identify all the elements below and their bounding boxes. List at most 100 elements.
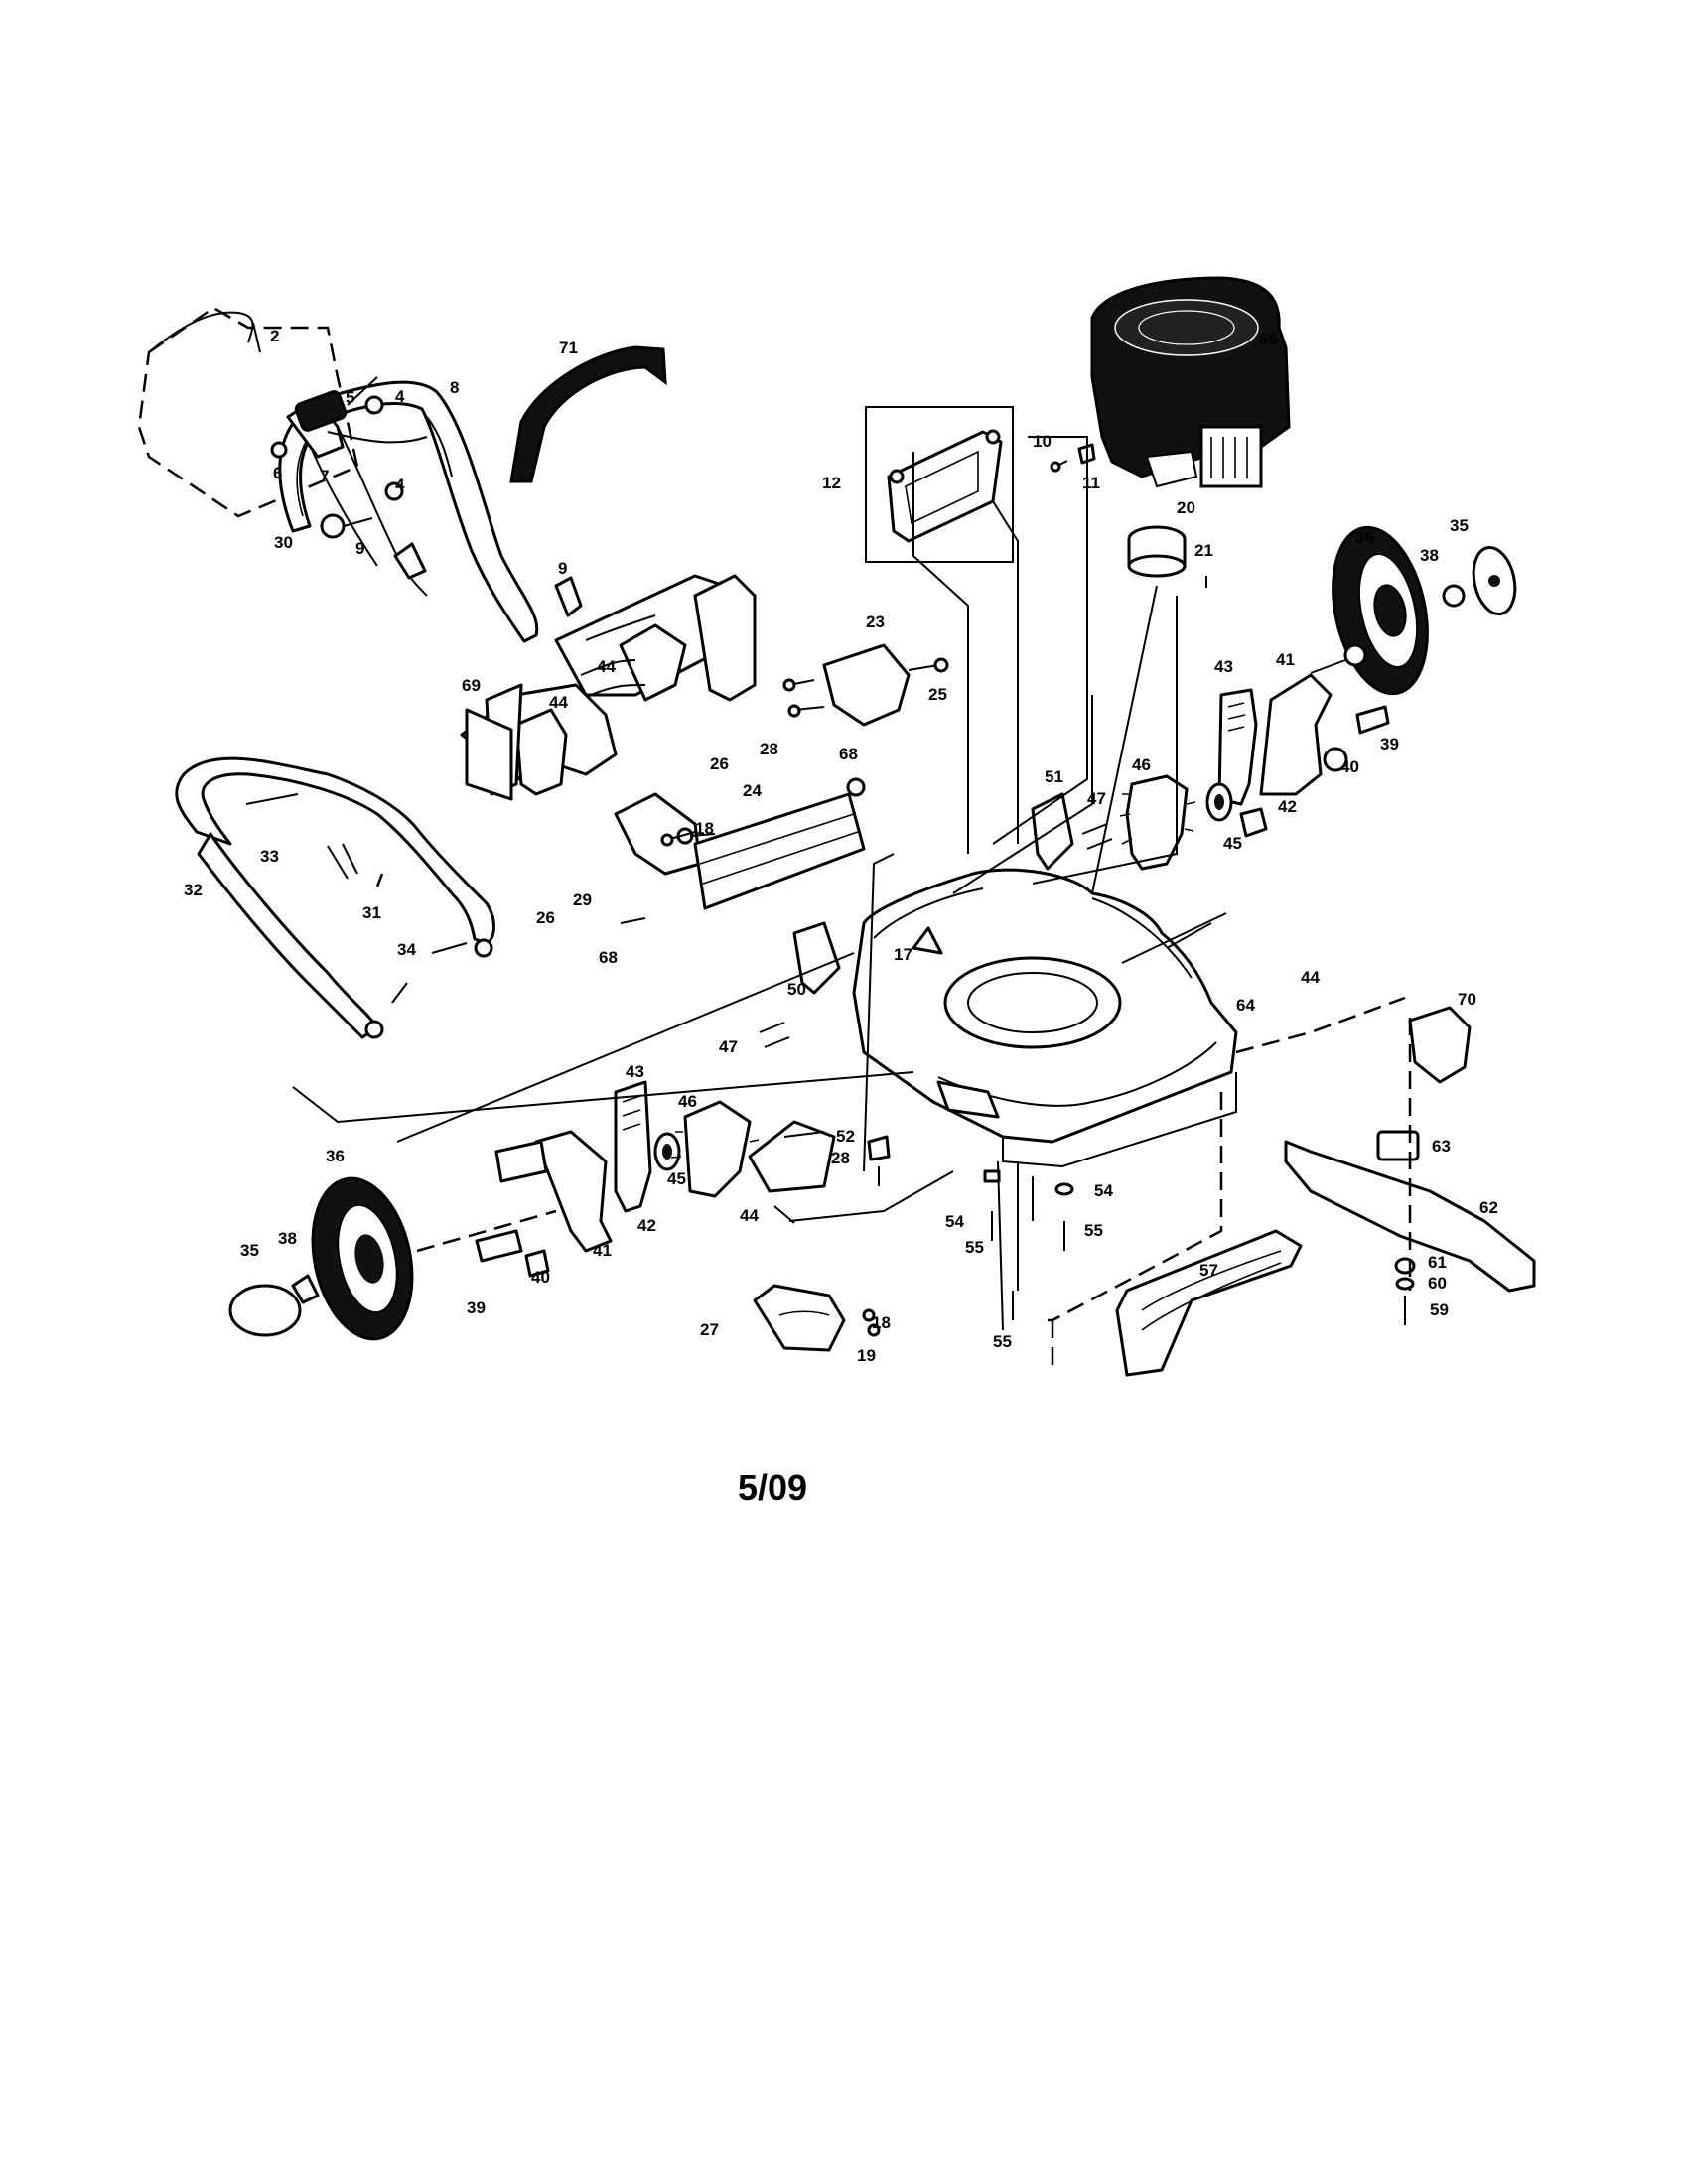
callout-59: 59 bbox=[1430, 1300, 1449, 1319]
callout-5: 5 bbox=[346, 388, 354, 407]
callout-69: 69 bbox=[462, 676, 481, 695]
callout-40: 40 bbox=[531, 1268, 550, 1287]
callout-26: 26 bbox=[536, 908, 555, 927]
callout-44: 44 bbox=[597, 657, 616, 676]
callout-12: 12 bbox=[822, 474, 841, 492]
grass-bag-part bbox=[137, 306, 359, 518]
callout-50: 50 bbox=[787, 980, 806, 999]
callout-labels: 2 4 4 5 6 7 8 9 9 10 11 12 17 18 18 19 2… bbox=[184, 327, 1498, 1365]
left-height-adjuster bbox=[475, 921, 841, 1278]
callout-45: 45 bbox=[1223, 834, 1242, 853]
callout-43: 43 bbox=[1214, 657, 1233, 676]
callout-65: 65 bbox=[1259, 330, 1278, 348]
callout-70: 70 bbox=[1458, 990, 1476, 1009]
callout-25: 25 bbox=[928, 685, 947, 704]
callout-4: 4 bbox=[395, 387, 405, 406]
callout-44: 44 bbox=[740, 1206, 759, 1225]
callout-55: 55 bbox=[965, 1238, 984, 1257]
callout-24: 24 bbox=[743, 781, 762, 800]
callout-26: 26 bbox=[710, 754, 729, 773]
callout-54: 54 bbox=[945, 1212, 964, 1231]
callout-43: 43 bbox=[626, 1062, 644, 1081]
callout-28: 28 bbox=[760, 740, 778, 758]
callout-18: 18 bbox=[872, 1313, 891, 1332]
callout-2: 2 bbox=[270, 327, 279, 345]
callout-62: 62 bbox=[1479, 1198, 1498, 1217]
callout-46: 46 bbox=[678, 1092, 697, 1111]
handle-pivot-assembly bbox=[270, 376, 583, 617]
inset-box bbox=[865, 406, 1014, 563]
callout-54: 54 bbox=[1094, 1181, 1113, 1200]
callout-28: 28 bbox=[831, 1149, 850, 1167]
callout-20: 20 bbox=[1177, 498, 1195, 517]
rear-wheel-left bbox=[228, 1176, 414, 1341]
callout-8: 8 bbox=[450, 378, 459, 397]
side-deflector-part bbox=[748, 1120, 836, 1193]
callout-44: 44 bbox=[549, 693, 568, 712]
pulley-adapter-part bbox=[1127, 525, 1207, 588]
callout-64: 64 bbox=[1236, 996, 1255, 1015]
right-height-adjuster bbox=[1031, 643, 1390, 871]
callout-47: 47 bbox=[1087, 789, 1106, 808]
callout-36: 36 bbox=[326, 1147, 345, 1165]
callout-40: 40 bbox=[1340, 757, 1359, 776]
callout-9: 9 bbox=[558, 559, 567, 578]
callout-44: 44 bbox=[1301, 968, 1320, 987]
callout-23: 23 bbox=[866, 613, 885, 631]
callout-21: 21 bbox=[1194, 541, 1213, 560]
callout-38: 38 bbox=[1420, 546, 1439, 565]
callout-45: 45 bbox=[667, 1169, 686, 1188]
callout-39: 39 bbox=[1380, 735, 1399, 753]
callout-33: 33 bbox=[260, 847, 279, 866]
callout-29: 29 bbox=[573, 890, 592, 909]
callout-31: 31 bbox=[362, 903, 381, 922]
callout-60: 60 bbox=[1428, 1274, 1447, 1293]
callout-47: 47 bbox=[719, 1037, 738, 1056]
callout-39: 39 bbox=[467, 1298, 486, 1317]
callout-42: 42 bbox=[637, 1216, 656, 1235]
callout-4: 4 bbox=[395, 476, 405, 494]
callout-17: 17 bbox=[894, 945, 912, 964]
callout-61: 61 bbox=[1428, 1253, 1447, 1272]
baffle-part bbox=[1115, 1229, 1303, 1377]
eyebolt-part bbox=[320, 513, 373, 539]
callout-35: 35 bbox=[240, 1241, 259, 1260]
hinge-bracket-part bbox=[782, 643, 949, 727]
callout-7: 7 bbox=[320, 467, 329, 485]
callout-35: 35 bbox=[1450, 516, 1469, 535]
callout-30: 30 bbox=[274, 533, 293, 552]
control-bail-part bbox=[509, 345, 667, 483]
callout-9: 9 bbox=[355, 539, 364, 558]
mower-deck-part bbox=[852, 868, 1238, 1168]
callout-55: 55 bbox=[1084, 1221, 1103, 1240]
callout-42: 42 bbox=[1278, 797, 1297, 816]
callout-38: 38 bbox=[278, 1229, 297, 1248]
callout-52: 52 bbox=[836, 1127, 855, 1146]
deck-bolts bbox=[867, 1135, 1074, 1320]
callout-18: 18 bbox=[695, 819, 714, 838]
lower-handle-part bbox=[175, 756, 495, 1039]
rear-deflector-part bbox=[693, 783, 866, 910]
callout-63: 63 bbox=[1432, 1137, 1451, 1156]
callout-51: 51 bbox=[1045, 767, 1063, 786]
callout-34: 34 bbox=[397, 940, 416, 959]
callout-46: 46 bbox=[1132, 755, 1151, 774]
callout-68: 68 bbox=[839, 745, 858, 763]
leader-lines bbox=[292, 436, 1412, 1370]
rear-door-assembly bbox=[460, 574, 757, 876]
callout-41: 41 bbox=[593, 1241, 612, 1260]
callout-10: 10 bbox=[1033, 432, 1052, 451]
callout-27: 27 bbox=[700, 1320, 719, 1339]
callout-11: 11 bbox=[1082, 474, 1100, 492]
callout-57: 57 bbox=[1199, 1261, 1218, 1280]
callout-32: 32 bbox=[184, 881, 203, 899]
callout-6: 6 bbox=[273, 464, 282, 482]
callout-55: 55 bbox=[993, 1332, 1012, 1351]
discharge-cover-part bbox=[753, 1284, 881, 1352]
callout-41: 41 bbox=[1276, 650, 1295, 669]
callout-68: 68 bbox=[599, 948, 618, 967]
callout-19: 19 bbox=[857, 1346, 876, 1365]
callout-36: 36 bbox=[1355, 528, 1374, 547]
engine-part bbox=[1090, 276, 1291, 488]
